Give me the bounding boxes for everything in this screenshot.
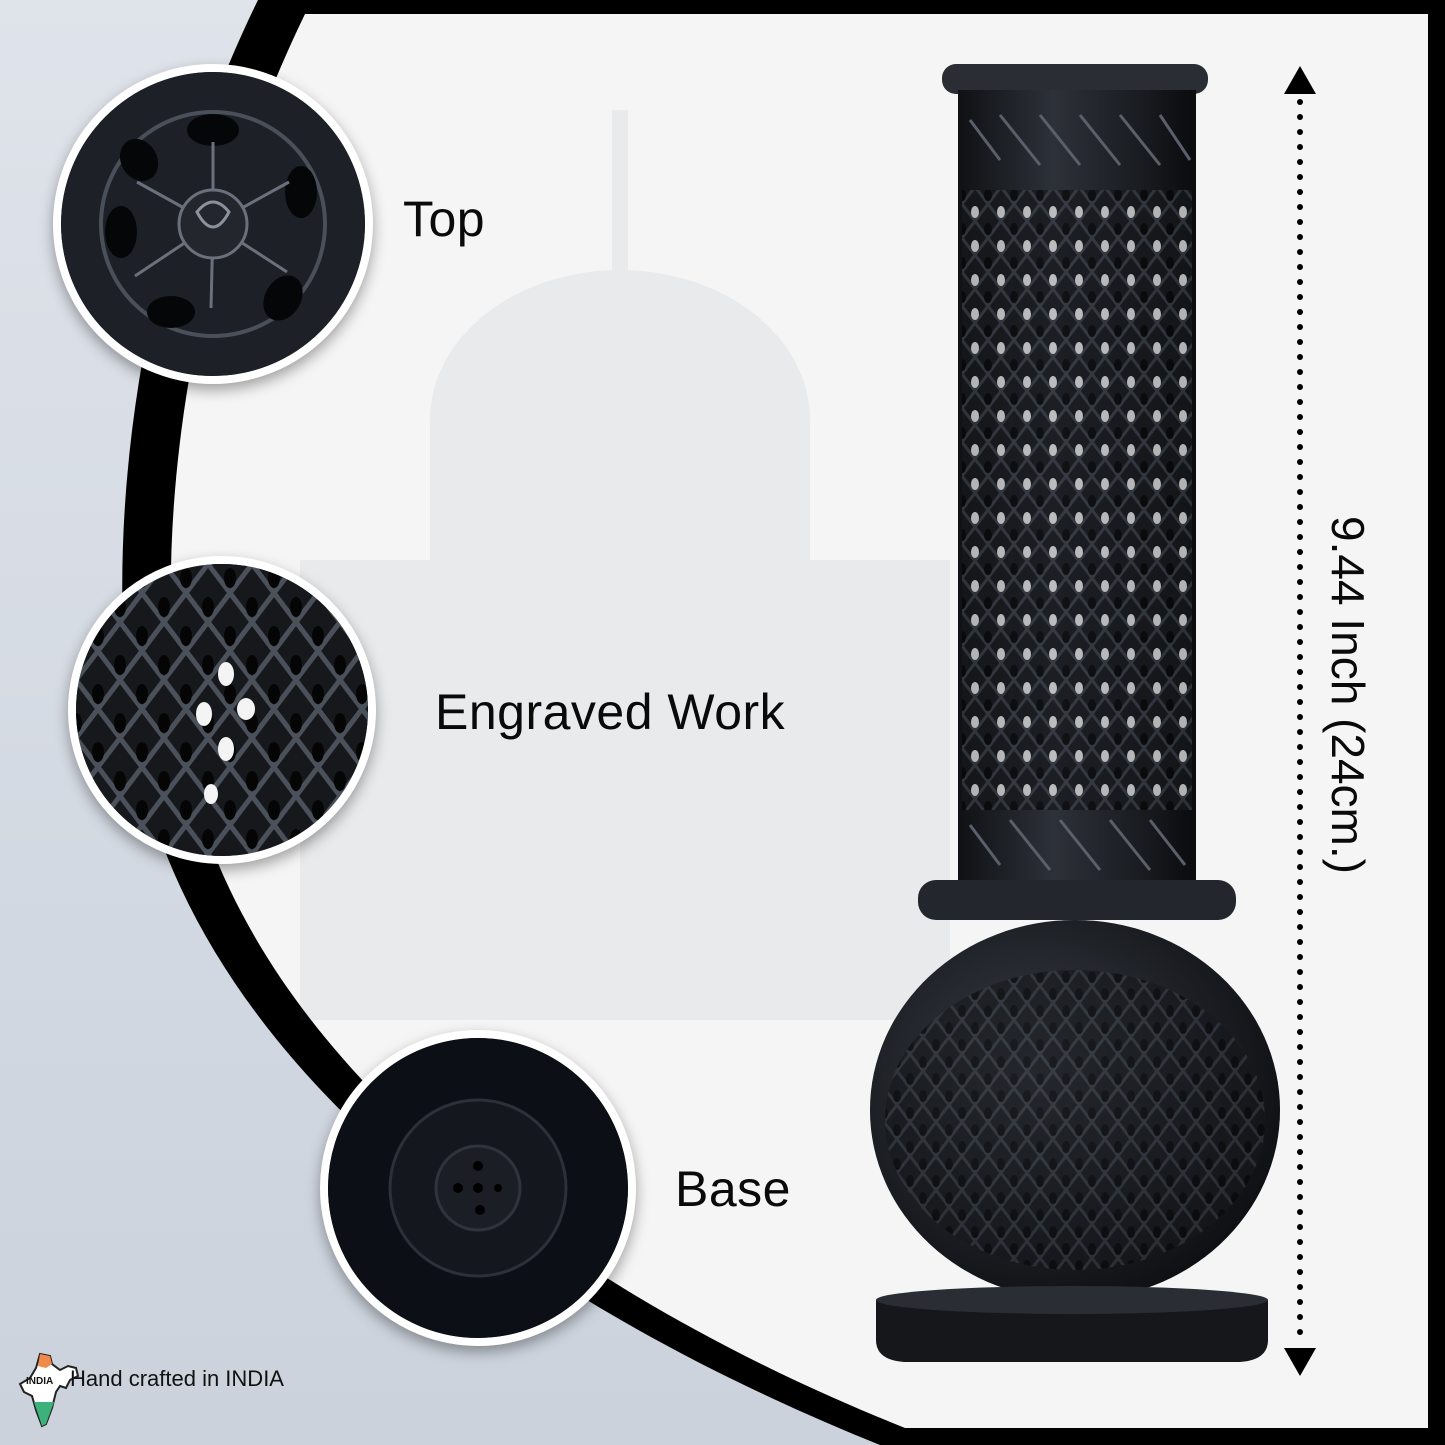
top-carving-icon xyxy=(61,72,365,376)
label-top: Top xyxy=(403,191,486,247)
lattice-pattern-icon xyxy=(76,564,368,856)
dimension-arrow xyxy=(1284,66,1316,1376)
label-base: Base xyxy=(675,1161,791,1217)
product-image xyxy=(870,64,1280,1362)
dimension-label: 9.44 Inch (24cm.) xyxy=(1322,516,1374,874)
arrow-down-icon xyxy=(1284,1348,1316,1376)
base-holder-icon xyxy=(328,1038,628,1338)
arrow-up-icon xyxy=(1284,66,1316,94)
detail-image-engraved xyxy=(68,556,376,864)
detail-image-base xyxy=(320,1030,636,1346)
detail-image-top xyxy=(53,64,373,384)
label-engraved-work: Engraved Work xyxy=(435,684,786,740)
